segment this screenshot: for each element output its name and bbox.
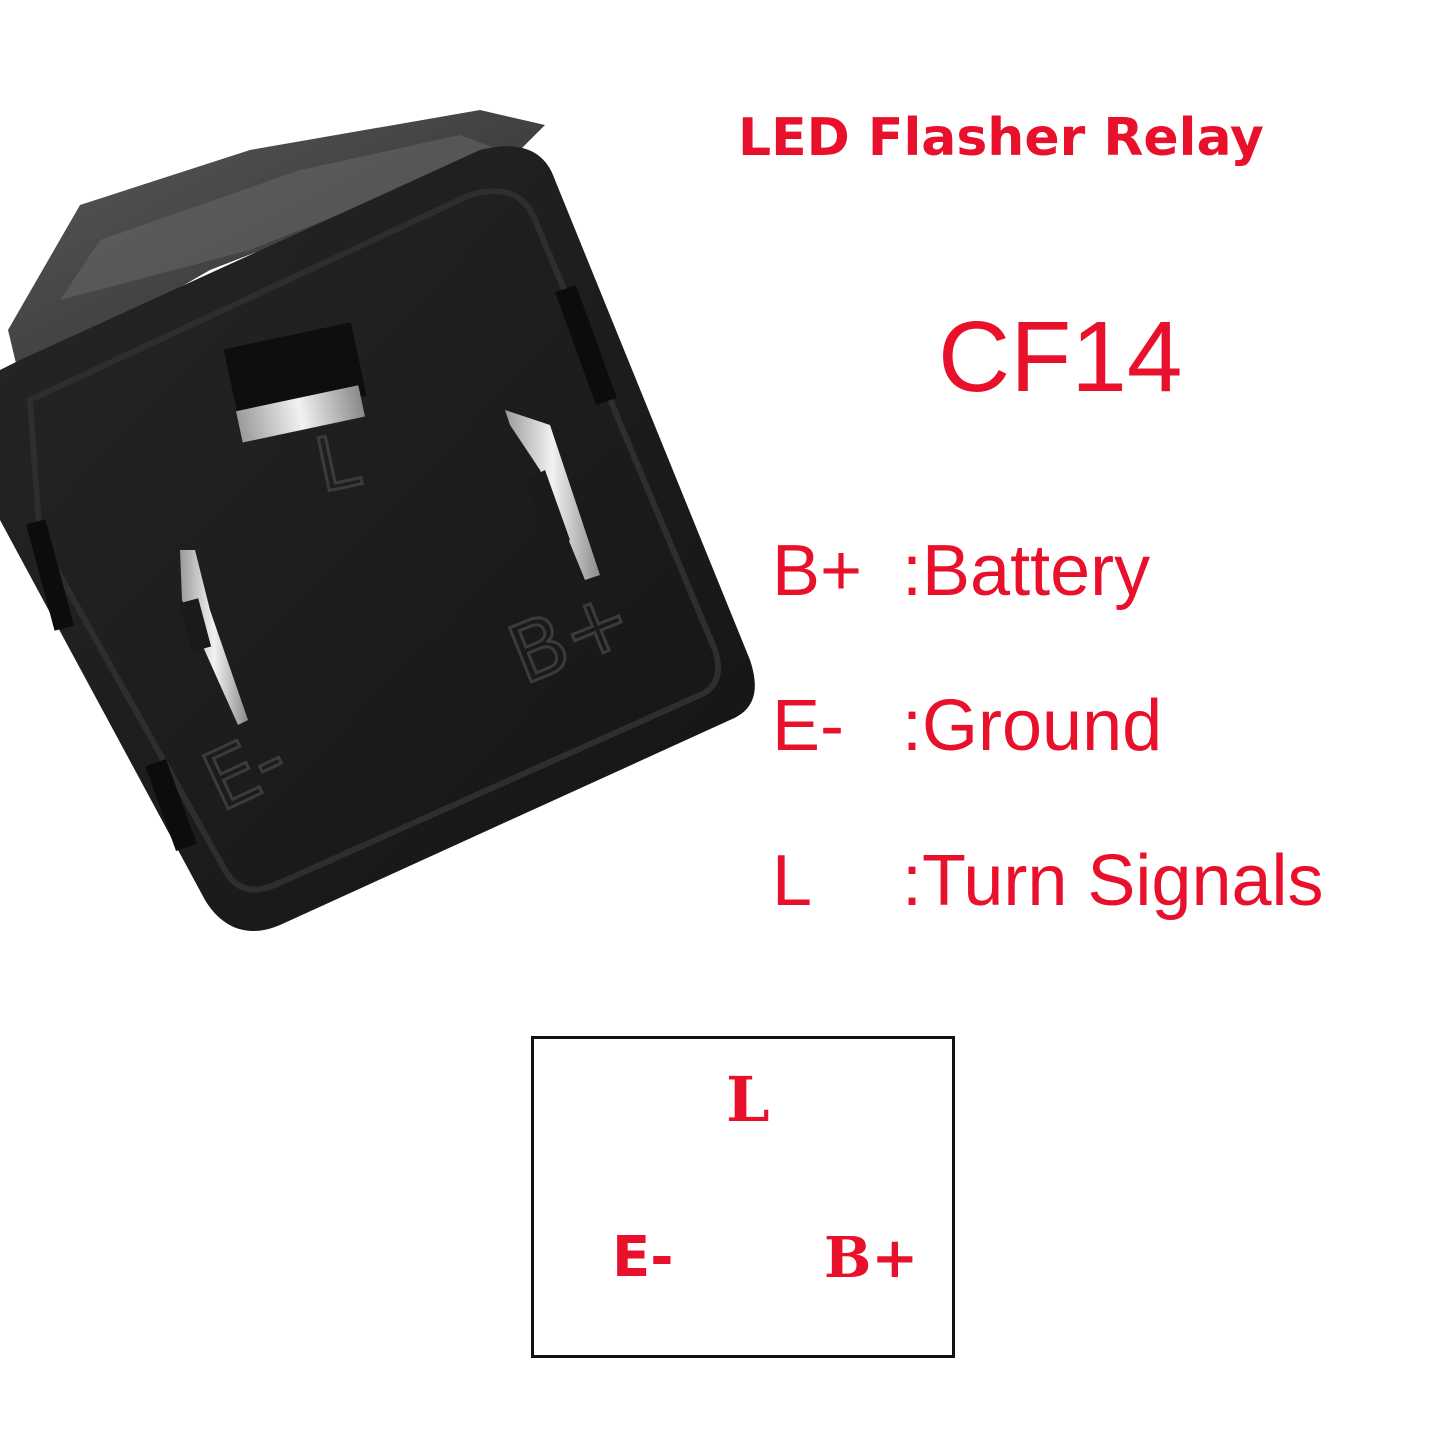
pin-code: L (772, 841, 813, 921)
pin-code: E- (772, 686, 844, 766)
diagram-label-e: E- (612, 1225, 674, 1290)
pin-description: :Turn Signals (902, 841, 1324, 921)
pin-row-ground: E- :Ground (772, 685, 1162, 767)
pin-row-battery: B+ :Battery (772, 530, 1150, 612)
pin-code: B+ (772, 531, 863, 611)
relay-face (0, 146, 755, 931)
relay-pin-l (223, 322, 367, 443)
diagram-label-b: B+ (824, 1225, 919, 1291)
diagram-label-l: L (726, 1063, 770, 1136)
relay-photo: L B+ E- (0, 110, 755, 931)
relay-top-label-area (60, 135, 500, 300)
relay-pin-b (505, 410, 600, 580)
relay-rim (26, 188, 721, 893)
pin-description: :Battery (902, 531, 1151, 611)
product-title: LED Flasher Relay (738, 108, 1264, 168)
pin-row-turn-signals: L :Turn Signals (772, 840, 1324, 922)
model-number: CF14 (938, 301, 1183, 413)
pin-description: :Ground (902, 686, 1163, 766)
relay-pin-e (178, 550, 248, 725)
pin-layout-diagram: L E- B+ (531, 1036, 955, 1358)
